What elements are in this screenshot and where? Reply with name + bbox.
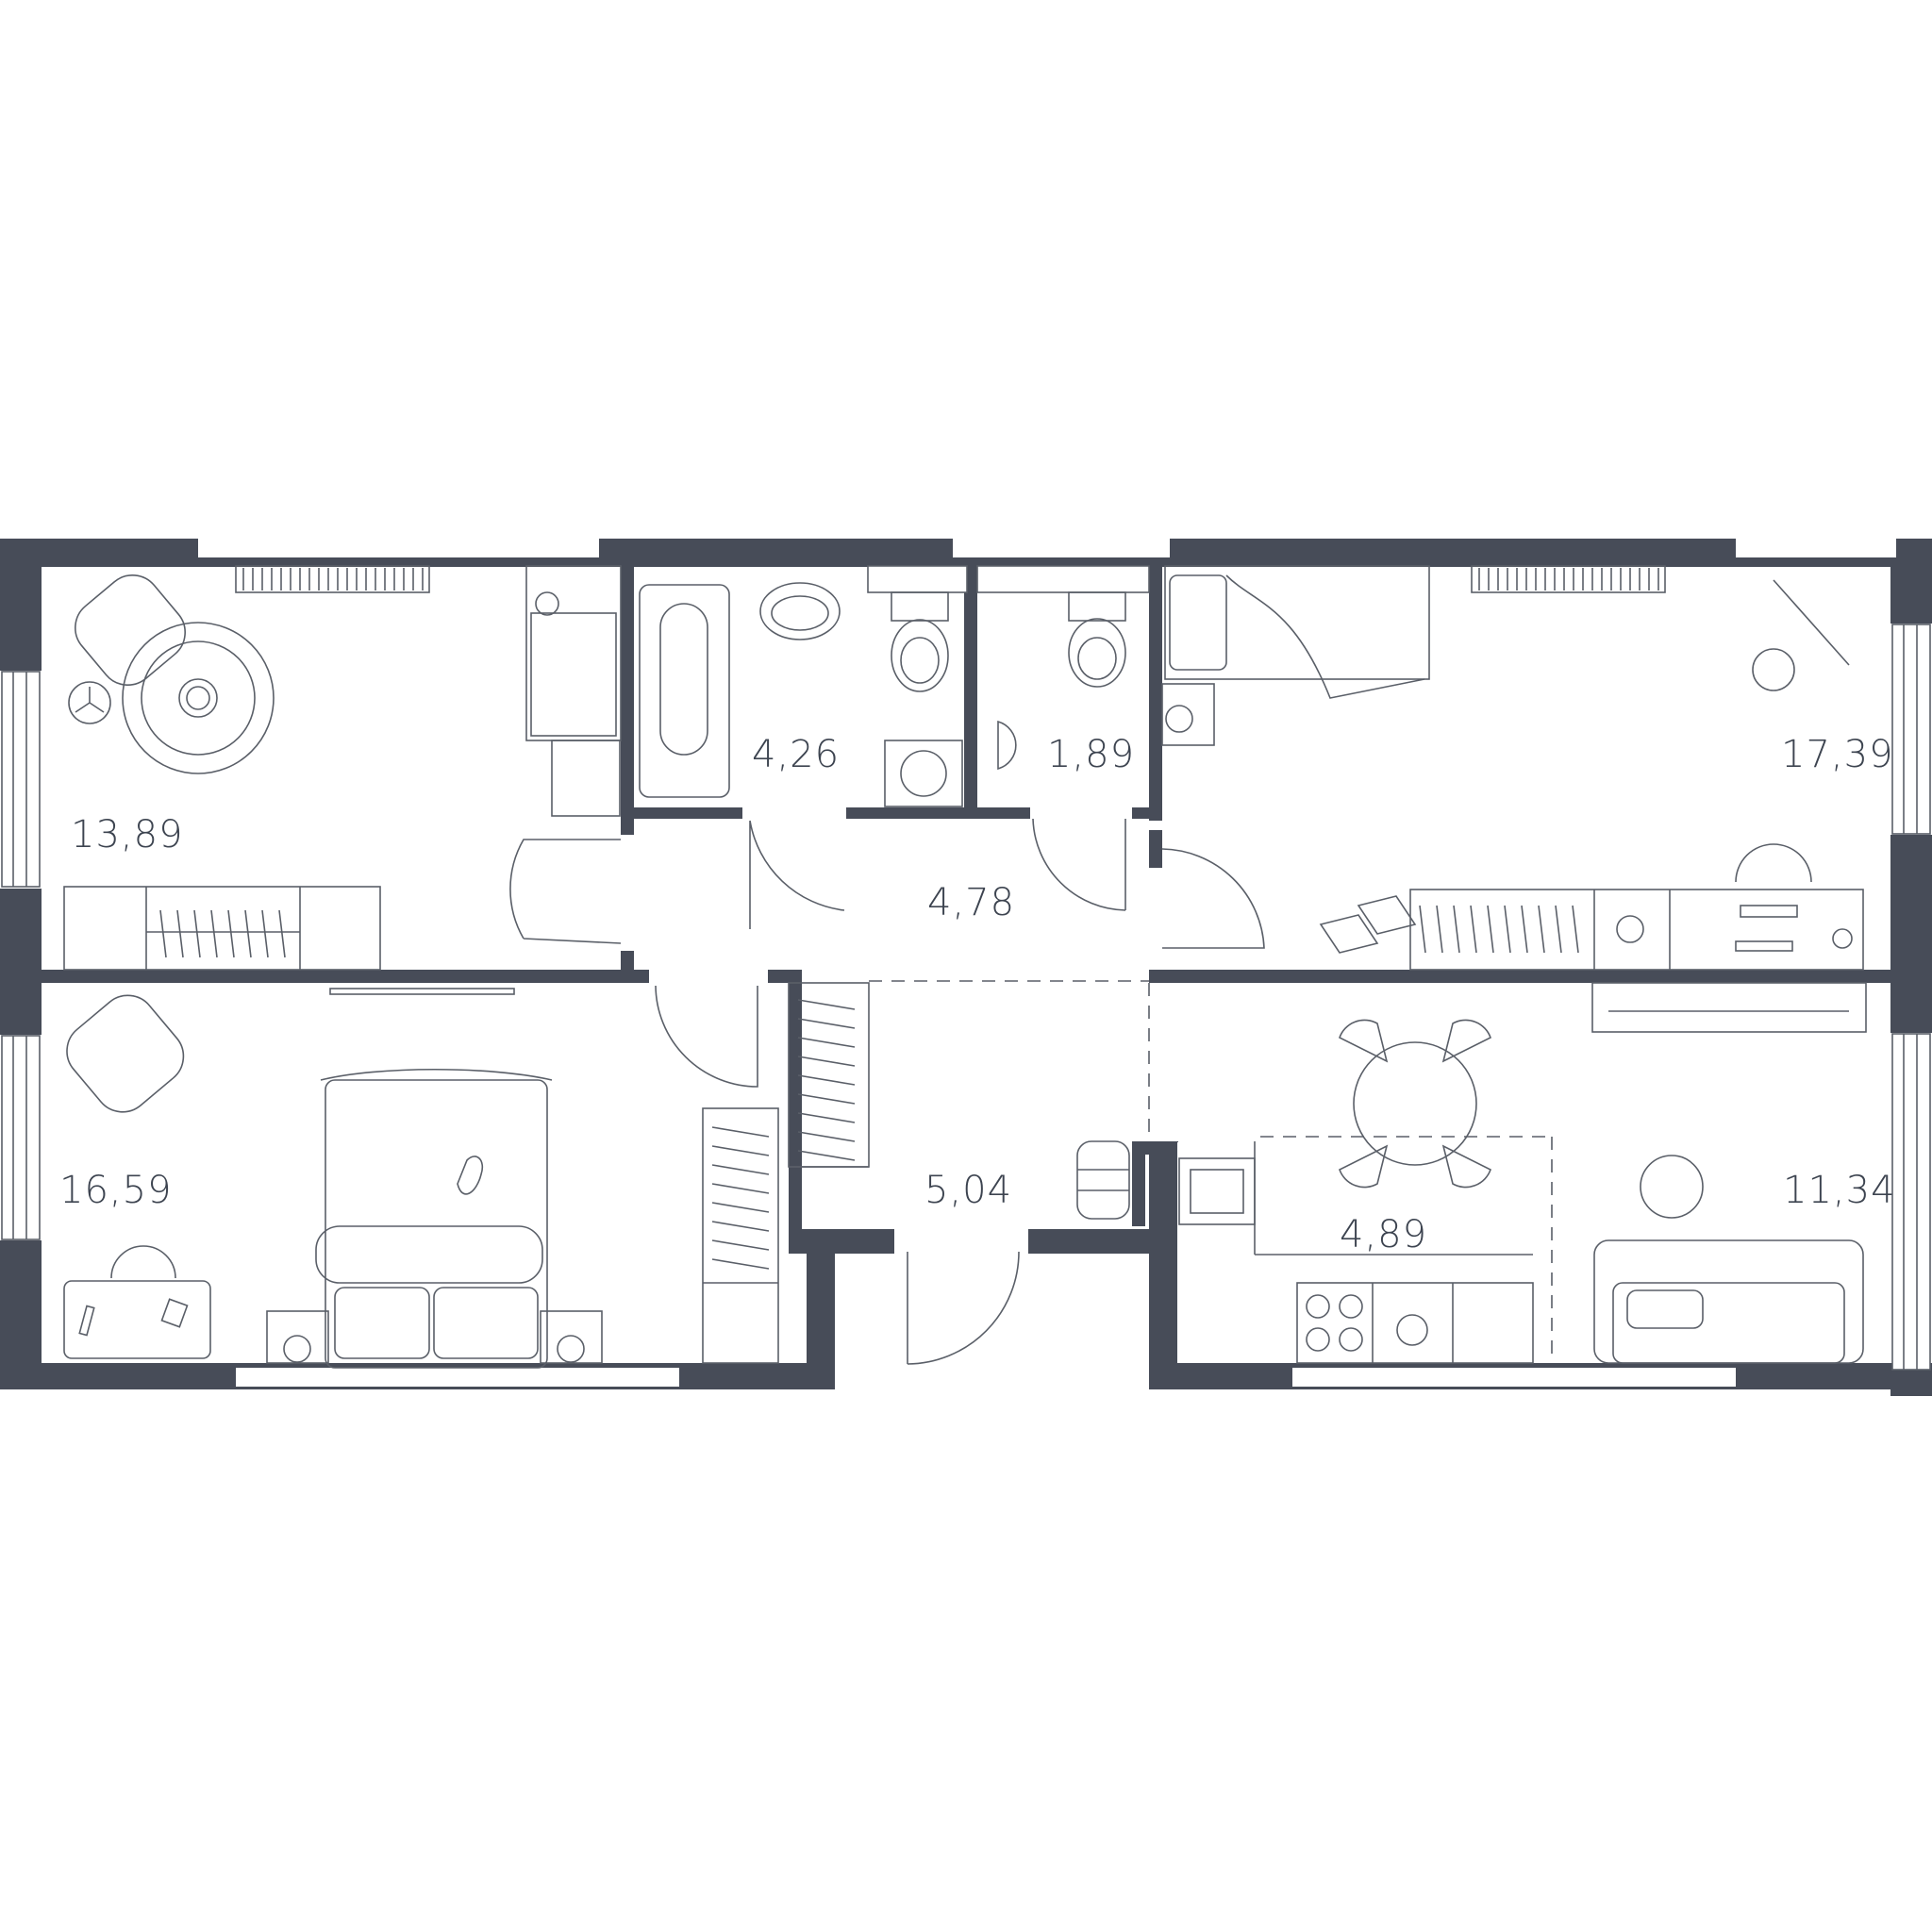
windows (1, 539, 1931, 1387)
furniture (63, 565, 1867, 1369)
area-label-bathroom: 4,26 (752, 733, 840, 776)
walls (0, 539, 1932, 1396)
area-labels: 13,89 4,26 1,89 17,39 4,78 16,59 5,04 4,… (59, 733, 1896, 1256)
area-label-bedroom-top-left: 13,89 (71, 813, 184, 856)
doors (509, 818, 1265, 1365)
area-label-hallway: 5,04 (924, 1169, 1012, 1212)
area-label-living-room: 11,34 (1783, 1169, 1896, 1212)
area-label-wc: 1,89 (1047, 733, 1135, 776)
area-label-bedroom-bottom-left: 16,59 (59, 1169, 173, 1212)
area-label-bedroom-top-right: 17,39 (1781, 733, 1894, 776)
area-label-corridor: 4,78 (927, 881, 1015, 924)
area-label-kitchen: 4,89 (1340, 1213, 1427, 1256)
